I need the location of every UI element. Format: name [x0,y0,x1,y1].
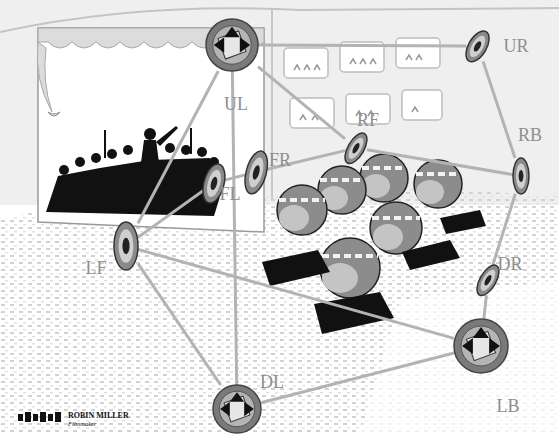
speaker-symbol [245,151,267,194]
balcony-boxes [284,38,442,128]
speaker-node: DR [477,265,499,296]
frame-line [258,44,466,48]
frame-line [267,151,345,170]
speaker-node: RB [513,158,529,194]
frame-line [258,67,345,139]
main-speaker-symbol [213,385,261,433]
speaker-symbol [345,133,367,164]
wall-edge [271,10,273,200]
speaker-label: UL [224,95,248,113]
speaker-label: LB [496,397,519,415]
speaker-label: DL [260,373,284,391]
seating-floor [0,188,559,434]
logo-text: ROBIN MILLER [68,412,129,420]
curtain-tie [48,112,60,116]
speaker-label: DR [497,255,522,273]
frame-line [138,249,454,338]
frame-line [138,191,203,238]
frame-line [232,71,236,385]
main-speaker-symbol [206,19,258,71]
speaker-node: UL [206,19,258,71]
speaker-node: FL [203,164,225,203]
speaker-node: FR [245,151,267,194]
speaker-label: UR [503,37,528,55]
speaker-node: LB [454,319,508,373]
speaker-symbol [513,158,529,194]
orchestra-silhouette [46,126,222,216]
logo-mark [18,412,61,422]
frame-line [483,61,515,158]
speaker-node: LF [114,222,138,270]
floor-highlight [360,280,559,434]
speaker-node: UR [466,31,489,62]
speaker-node: DL [213,385,261,433]
frame-line [261,353,454,403]
frame-line [138,264,221,385]
speaker-label: FL [219,185,240,203]
frame-line [367,150,513,175]
speaker-label: LF [85,259,106,277]
speaker-node: RF [345,133,367,164]
speaker-label: FR [269,151,291,169]
curtain-swag [37,42,52,112]
speaker-symbol [114,222,138,270]
frame-line [225,175,245,180]
frame-line [484,295,487,319]
logo-text: Filmmaker [68,421,97,428]
speaker-label: RF [357,111,379,129]
speaker-symbol [466,31,489,62]
speaker-symbol [477,265,499,296]
speaker-label: RB [518,126,542,144]
main-speaker-symbol [454,319,508,373]
